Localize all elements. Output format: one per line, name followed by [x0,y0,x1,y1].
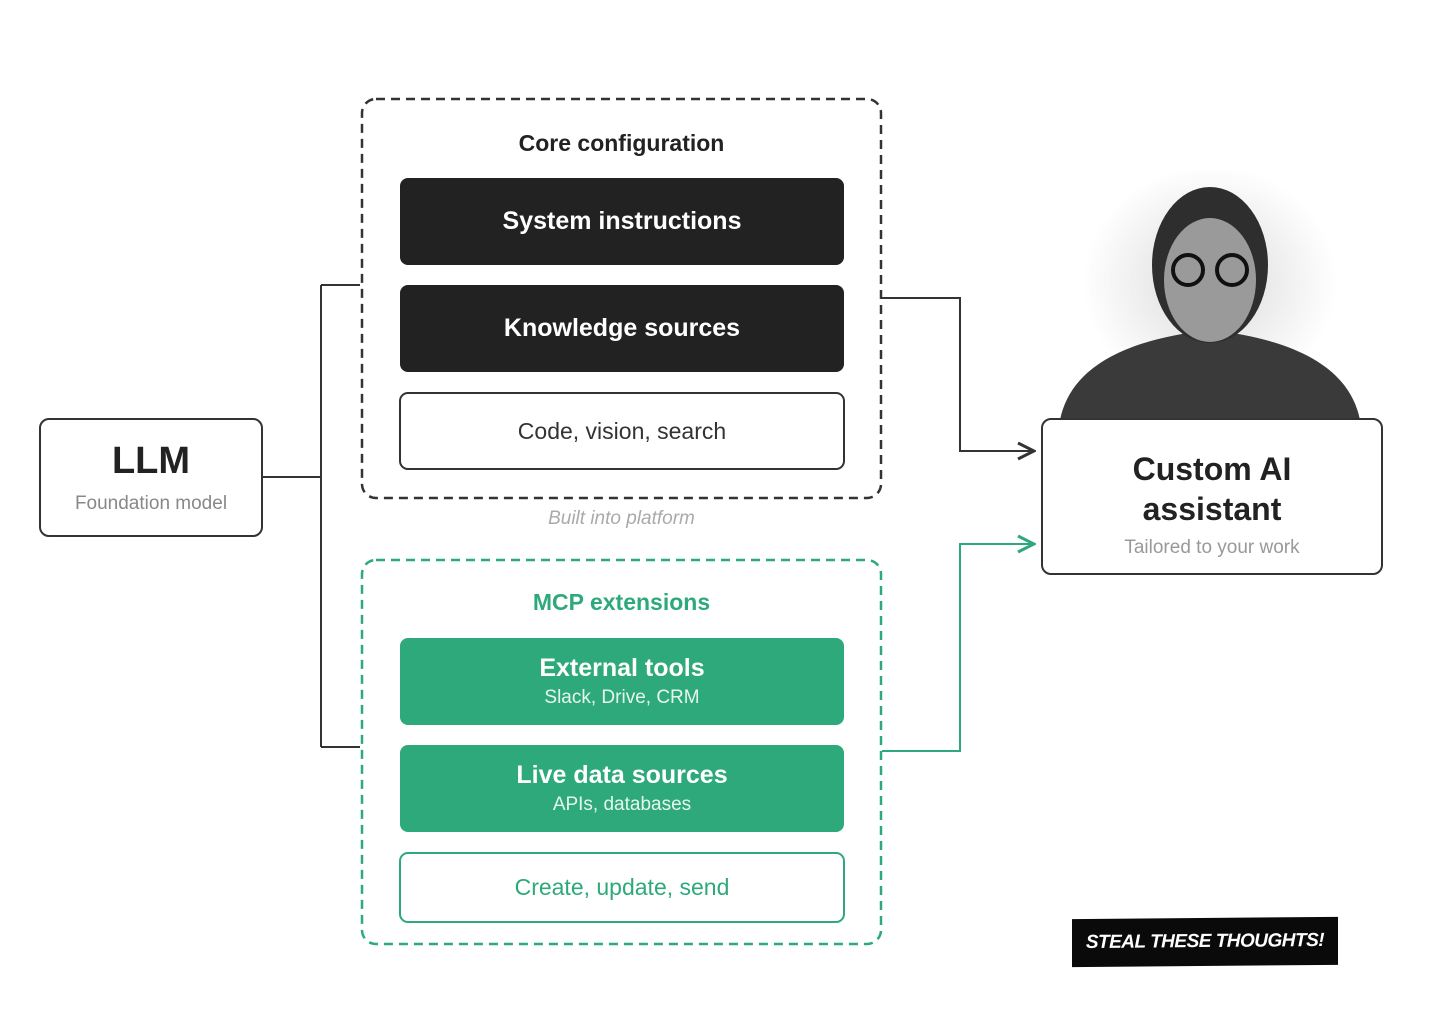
presenter-webcam-image [1060,170,1360,420]
presenter-silhouette-icon [1060,187,1360,420]
live-data-box: Live data sources APIs, databases [400,745,844,832]
external-tools-box: External tools Slack, Drive, CRM [400,638,844,725]
code-vision-search-box: Code, vision, search [399,392,845,470]
live-data-sub: APIs, databases [552,794,692,815]
llm-box: LLM Foundation model [39,418,263,537]
knowledge-sources-box: Knowledge sources [400,285,844,372]
external-tools-sub: Slack, Drive, CRM [544,687,700,708]
llm-connector [262,284,360,748]
assistant-subtitle: Tailored to your work [1124,536,1300,558]
core-title: Core configuration [518,129,725,156]
mcp-dashed-frame [360,558,883,946]
external-tools-title: External tools [539,654,705,682]
create-update-send-box: Create, update, send [399,852,845,923]
system-instructions-box: System instructions [400,178,844,265]
llm-subtitle: Foundation model [74,493,228,514]
core-caption: Built into platform [548,508,695,529]
live-data-title: Live data sources [516,761,728,789]
assistant-title-line1: Custom AI [1132,450,1292,487]
core-dashed-frame [360,97,883,500]
mcp-to-assistant-arrow [882,544,1034,752]
llm-title: LLM [111,440,191,482]
steal-these-thoughts-logo: STEAL THESE THOUGHTS! [1072,916,1338,968]
assistant-title-line2: assistant [1142,490,1282,527]
core-to-assistant-arrow [882,297,1034,451]
custom-assistant-box: Custom AI assistant Tailored to your wor… [1041,418,1383,575]
mcp-title: MCP extensions [532,588,711,615]
